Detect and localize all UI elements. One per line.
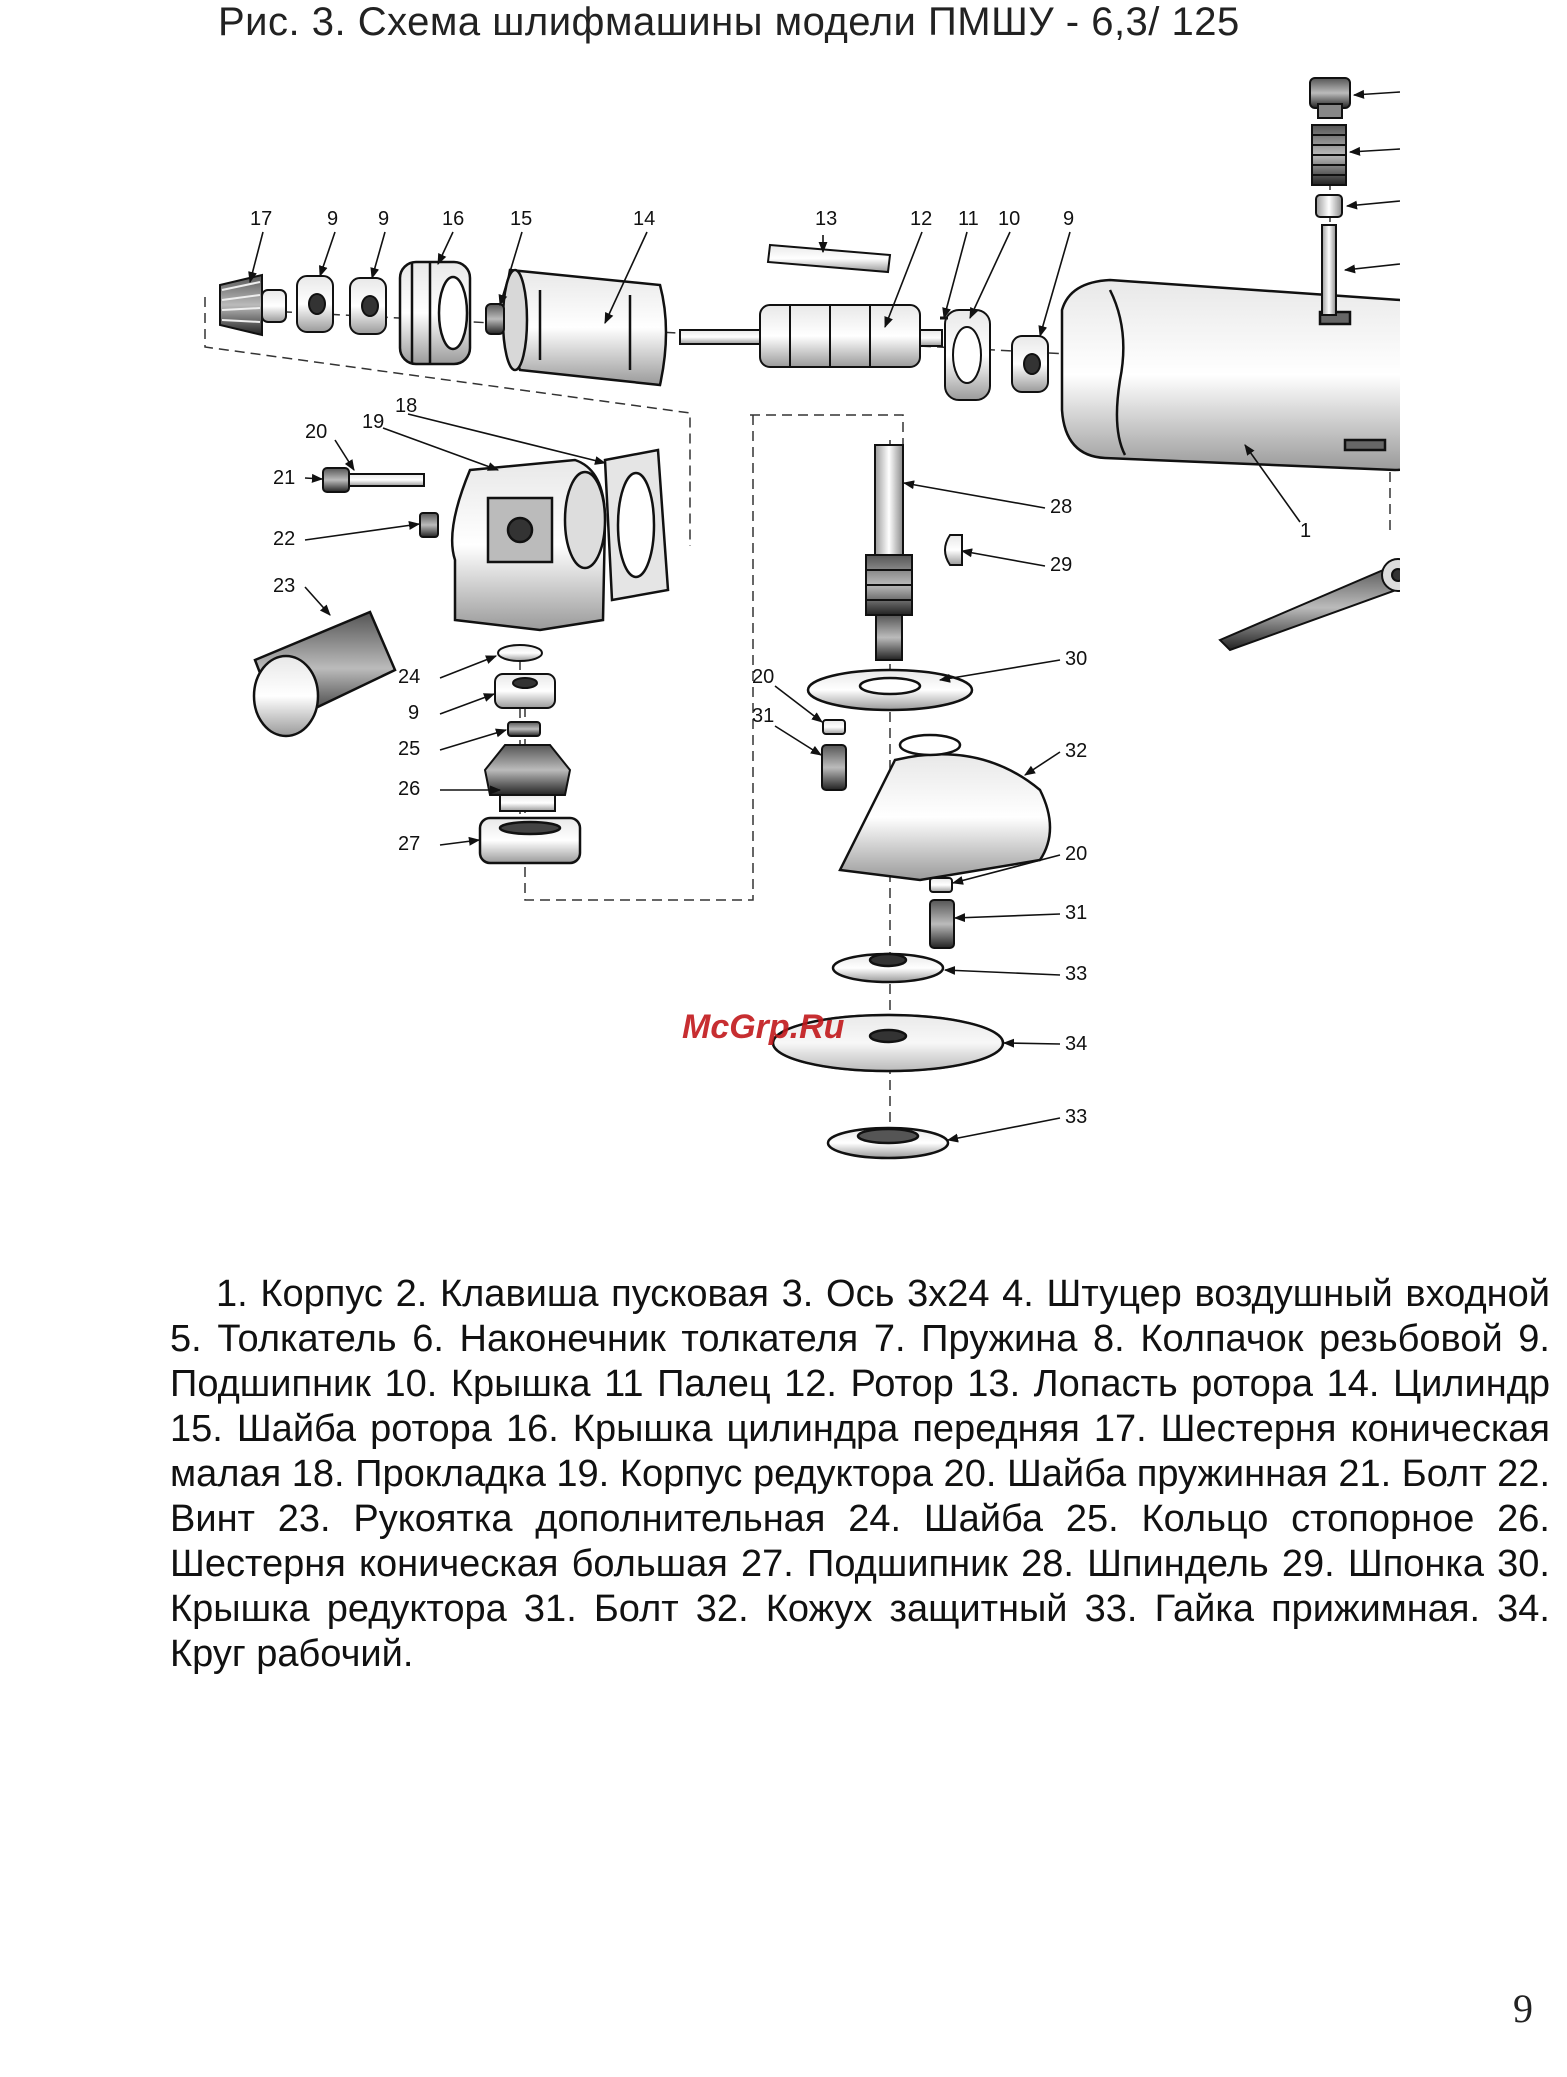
page-number: 9 [1513,1986,1533,2031]
part-8-threaded-cap [1309,77,1351,119]
callout-31-b: 31 [1065,902,1087,924]
figure-caption: Рис. 3. Схема шлифмашины модели ПМШУ - 6… [218,0,1240,44]
part-20-spring-washer-a [822,719,846,735]
part-26-large-bevel-gear [483,744,572,812]
part-1-body [1060,278,1400,472]
callout-30: 30 [1065,648,1087,670]
part-6-pusher-tip [1315,194,1343,218]
callout-9-a: 9 [327,208,338,230]
part-9-bearing-d [494,673,556,709]
callout-9-b: 9 [378,208,389,230]
callout-labels: 1 2 3 4 5 6 7 8 17 9 9 16 15 14 13 12 11… [250,208,1311,1128]
callout-18: 18 [395,395,417,417]
callout-28: 28 [1050,496,1072,518]
part-30-gearbox-cover [806,668,974,712]
callout-19: 19 [362,411,384,433]
part-5-pusher [1321,224,1337,316]
part-18-gasket [603,448,670,602]
callout-16: 16 [442,208,464,230]
part-24-washer [497,644,543,662]
part-28-spindle [865,444,913,661]
part-10-rear-cover [944,309,991,401]
part-19-gear-housing [450,458,607,632]
callout-1: 1 [1300,520,1311,542]
part-15-rotor-washer [485,303,505,335]
part-25-retaining-ring [507,721,541,737]
part-9-bearing-c [1011,335,1049,393]
callout-33-b: 33 [1065,1106,1087,1128]
part-17-small-bevel-gear [219,273,287,337]
part-32-protective-guard [838,733,1052,882]
callout-22: 22 [273,528,295,550]
callout-24: 24 [398,666,420,688]
part-33-clamp-nut-b [826,1126,950,1160]
part-22-screw [419,512,439,538]
callout-31-a: 31 [752,705,774,727]
callout-17: 17 [250,208,272,230]
callout-34: 34 [1065,1033,1087,1055]
callout-13: 13 [815,208,837,230]
callout-20-b: 20 [752,666,774,688]
callout-26: 26 [398,778,420,800]
part-33-clamp-nut-a [831,952,945,984]
part-21-bolt [322,467,425,493]
part-27-bearing [478,816,582,865]
callout-9-c: 9 [1063,208,1074,230]
callout-14: 14 [633,208,655,230]
callout-12: 12 [910,208,932,230]
parts-legend: 1. Корпус 2. Клавиша пусковая 3. Ось 3х2… [170,1273,1550,1675]
part-31-bolt-b [929,899,955,949]
callout-11: 11 [958,208,979,230]
part-14-cylinder [501,268,668,387]
part-13-rotor-blade [766,243,892,274]
callout-9-d: 9 [408,702,419,724]
part-2-trigger-lever [1218,558,1400,652]
callout-27: 27 [398,833,420,855]
watermark-text: McGrp.Ru [682,1008,845,1046]
part-12-rotor [679,304,943,368]
callout-leaders [248,89,1400,1143]
part-7-spring [1311,124,1347,186]
part-29-key [944,534,963,566]
callout-29: 29 [1050,554,1072,576]
part-16-front-cylinder-cover [398,260,472,366]
callout-25: 25 [398,738,420,760]
part-20-spring-washer-b [929,877,953,893]
callout-21: 21 [273,467,295,489]
callout-32: 32 [1065,740,1087,762]
exploded-parts-diagram: 1 2 3 4 5 6 7 8 17 9 9 16 15 14 13 12 11… [204,77,1400,1160]
part-31-bolt-a [821,744,847,791]
part-9-bearing-a [296,275,334,333]
part-23-auxiliary-handle [252,610,397,738]
callout-20-a: 20 [305,421,327,443]
callout-10: 10 [998,208,1020,230]
callout-20-c: 20 [1065,843,1087,865]
callout-23: 23 [273,575,295,597]
part-9-bearing-b [349,277,387,335]
callout-33-a: 33 [1065,963,1087,985]
callout-15: 15 [510,208,532,230]
